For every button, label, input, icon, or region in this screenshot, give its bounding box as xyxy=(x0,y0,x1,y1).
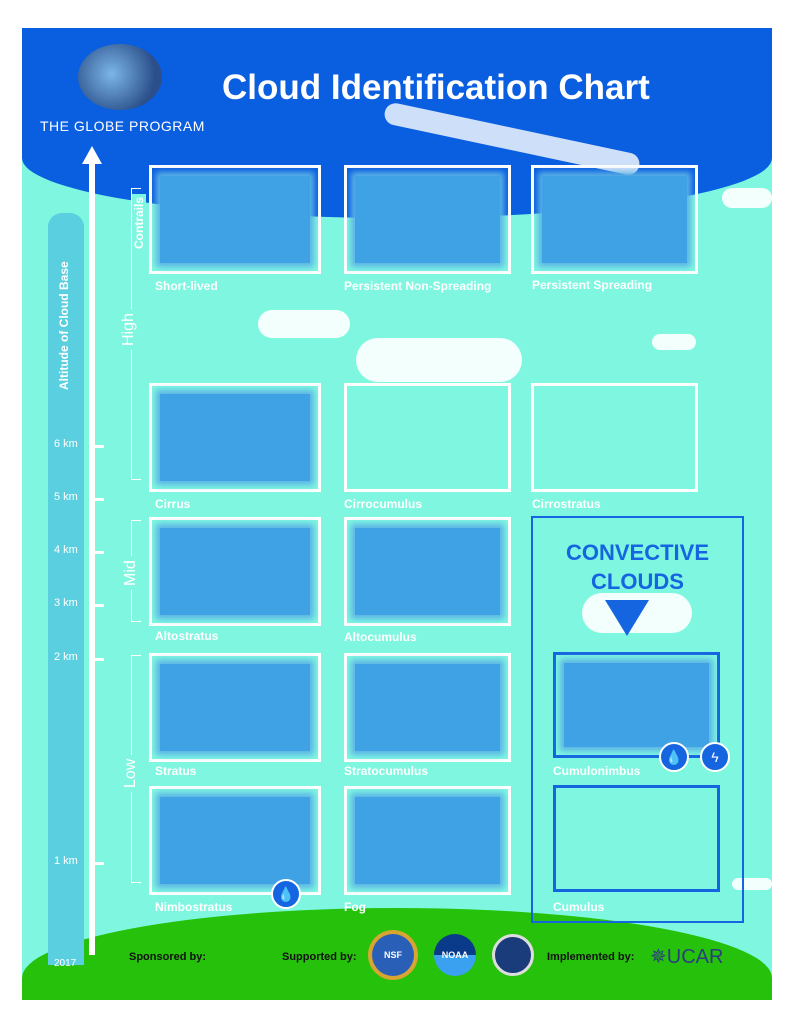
tick-label: 6 km xyxy=(54,438,78,450)
cirrocumulus-label: Cirrocumulus xyxy=(344,497,423,511)
tick xyxy=(95,445,104,448)
stratocumulus-photo[interactable] xyxy=(344,653,511,762)
ucar-logo: ✵UCAR xyxy=(650,944,723,969)
persistent-spreading-photo[interactable] xyxy=(531,165,698,274)
altocumulus-photo[interactable] xyxy=(344,517,511,626)
cumulonimbus-photo[interactable] xyxy=(553,652,720,758)
ucar-text: UCAR xyxy=(666,946,724,968)
persistent-non-spreading-label: Persistent Non-Spreading xyxy=(344,279,492,293)
supported-by-label: Supported by: xyxy=(282,951,357,963)
implemented-by-label: Implemented by: xyxy=(547,951,635,963)
stratus-photo[interactable] xyxy=(149,653,321,762)
cloud-chart-poster: THE GLOBE PROGRAM Cloud Identification C… xyxy=(22,28,772,1000)
cirrus-photo[interactable] xyxy=(149,383,321,492)
rain-drops-icon: 💧 xyxy=(271,879,301,909)
cirrostratus-label: Cirrostratus xyxy=(532,497,601,511)
short-lived-photo[interactable] xyxy=(149,165,321,274)
mid-label: Mid xyxy=(122,556,140,590)
fog-label: Fog xyxy=(344,900,366,914)
tick xyxy=(95,604,104,607)
nimbostratus-photo[interactable] xyxy=(149,786,321,895)
globe-logo-icon xyxy=(78,44,162,110)
convective-title: CONVECTIVE CLOUDS xyxy=(531,538,744,596)
tick-label: 5 km xyxy=(54,491,78,503)
page-title: Cloud Identification Chart xyxy=(222,68,650,107)
fog-photo[interactable] xyxy=(344,786,511,895)
tick xyxy=(95,658,104,661)
cloud-decoration xyxy=(652,334,696,350)
tick-label: 2 km xyxy=(54,651,78,663)
altocumulus-label: Altocumulus xyxy=(344,630,417,644)
convective-clouds-panel xyxy=(531,516,744,923)
altitude-arrow xyxy=(89,160,95,955)
tick-label: 1 km xyxy=(54,855,78,867)
cloud-decoration xyxy=(258,310,350,338)
cirrus-label: Cirrus xyxy=(155,497,191,511)
ucar-star-icon: ✵ xyxy=(650,946,667,968)
stratocumulus-label: Stratocumulus xyxy=(344,764,429,778)
lightning-icon: ϟ xyxy=(700,742,730,772)
tick-label: 3 km xyxy=(54,597,78,609)
convective-title-line2: CLOUDS xyxy=(591,569,684,594)
cloud-decoration xyxy=(356,338,522,382)
nsf-logo: NSF xyxy=(372,934,414,976)
arrow-up-icon xyxy=(82,146,102,164)
high-label: High xyxy=(120,309,138,350)
year-label: 2017 xyxy=(54,958,77,969)
altitude-bar xyxy=(48,213,84,965)
noaa-logo: NOAA xyxy=(434,934,476,976)
persistent-non-spreading-photo[interactable] xyxy=(344,165,511,274)
altostratus-label: Altostratus xyxy=(155,629,219,643)
cumulus-label: Cumulus xyxy=(553,900,605,914)
arrow-down-icon xyxy=(605,600,649,636)
cirrostratus-photo[interactable] xyxy=(531,383,698,492)
stratus-label: Stratus xyxy=(155,764,197,778)
rain-drops-icon: 💧 xyxy=(659,742,689,772)
axis-label: Altitude of Cloud Base xyxy=(57,261,71,390)
cumulonimbus-label: Cumulonimbus xyxy=(553,764,641,778)
nimbostratus-label: Nimbostratus xyxy=(155,900,233,914)
convective-title-line1: CONVECTIVE xyxy=(565,540,710,565)
tick-label: 4 km xyxy=(54,544,78,556)
persistent-spreading-label: Persistent Spreading xyxy=(532,278,653,292)
tick xyxy=(95,551,104,554)
globe-logo-text: THE GLOBE PROGRAM xyxy=(40,118,205,134)
tick xyxy=(95,862,104,865)
short-lived-label: Short-lived xyxy=(155,279,218,293)
contrails-label: Contrails xyxy=(132,193,146,252)
cloud-decoration xyxy=(722,188,772,208)
state-department-seal xyxy=(492,934,534,976)
tick xyxy=(95,498,104,501)
cirrocumulus-photo[interactable] xyxy=(344,383,511,492)
cumulus-photo[interactable] xyxy=(553,785,720,892)
low-label: Low xyxy=(122,754,140,792)
altostratus-photo[interactable] xyxy=(149,517,321,626)
sponsored-by-label: Sponsored by: xyxy=(129,951,207,963)
